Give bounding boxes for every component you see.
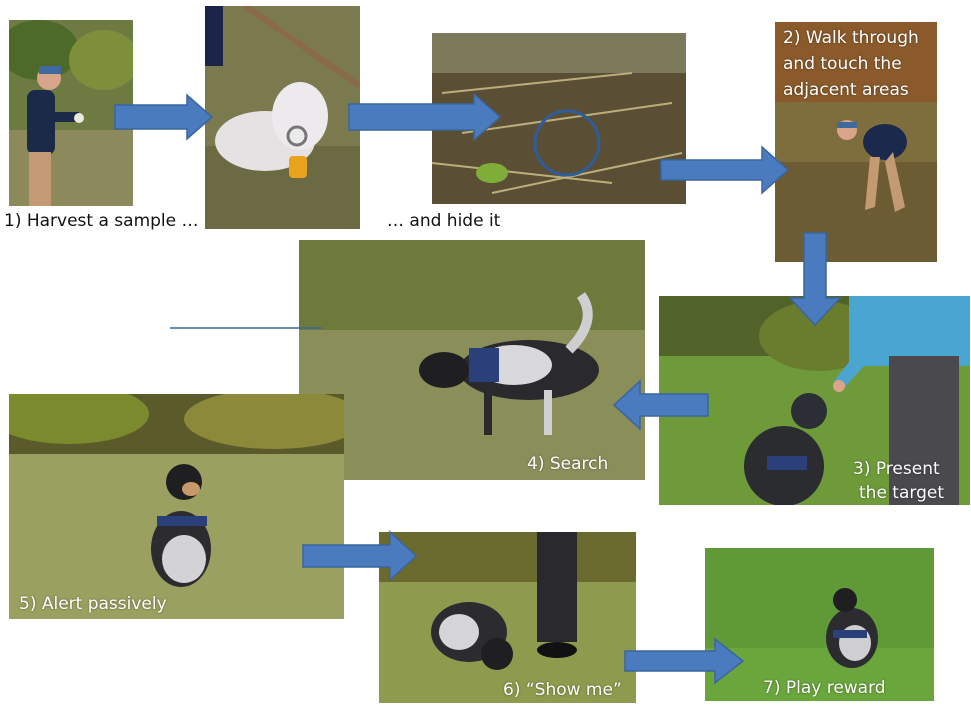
step-4-caption: 4) Search — [527, 454, 609, 474]
arrow-7-to-8 — [302, 530, 418, 582]
arrow-8-to-9 — [624, 637, 745, 685]
step-3-line-1: 3) Present — [853, 459, 940, 479]
step-2-line-1: 2) Walk through — [783, 28, 919, 48]
photo-harvest-sample — [9, 20, 133, 206]
arrow-1-to-2 — [114, 93, 214, 141]
step-7-caption: 7) Play reward — [763, 678, 886, 698]
photo-play-reward: 7) Play reward — [705, 548, 934, 701]
arrow-5-to-6 — [612, 379, 709, 431]
photo-walk-through: 2) Walk through and touch the adjacent a… — [775, 22, 937, 262]
step-2-line-2: and touch the — [783, 54, 902, 74]
step-6-caption: 6) “Show me” — [503, 680, 622, 700]
photo-alert-passively: 5) Alert passively — [9, 394, 344, 619]
photo-dog-search: 4) Search — [299, 240, 645, 480]
arrow-4-to-5 — [788, 232, 842, 327]
step-5-caption: 5) Alert passively — [19, 594, 167, 614]
photo-show-me: 6) “Show me” — [379, 532, 636, 703]
arrow-2-to-3 — [348, 92, 502, 142]
step-1-caption: 1) Harvest a sample … — [4, 211, 199, 231]
step-3-line-2: the target — [859, 483, 944, 503]
arrow-3-to-4 — [660, 145, 790, 195]
highlight-circle — [533, 109, 601, 177]
step-2-line-3: adjacent areas — [783, 80, 909, 100]
hide-caption: … and hide it — [387, 211, 501, 231]
photo-gloved-hands — [205, 6, 360, 229]
photo-present-target: 3) Present the target — [659, 296, 970, 505]
